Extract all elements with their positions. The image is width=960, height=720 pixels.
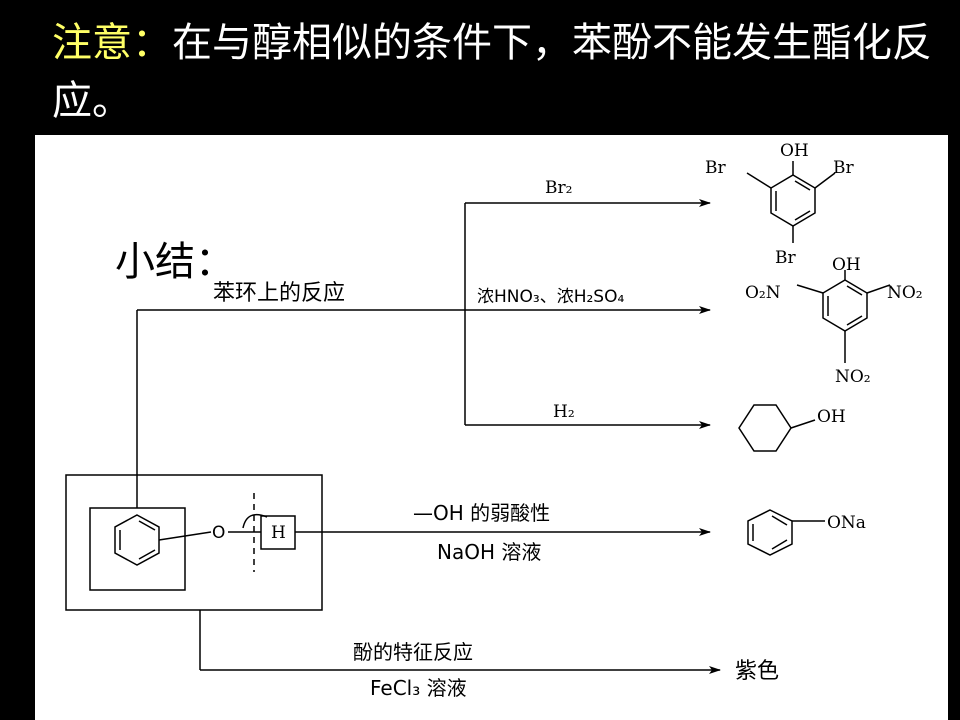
acidity-label: —OH 的弱酸性 <box>413 501 550 525</box>
sodium-phenoxide-structure <box>747 509 825 556</box>
hydrogenation-reagent: H₂ <box>553 402 575 422</box>
tribromophenol-structure <box>746 161 836 243</box>
trinitrophenol-o2n: O₂N <box>745 283 781 303</box>
hydrogen-label: H <box>271 523 286 543</box>
phenol-oxygen-label: O <box>212 523 225 543</box>
reaction-diagram: O H 小结： 苯环上的反应 Br₂ 浓HNO₃、浓H₂SO₄ H₂ —OH 的… <box>65 141 923 700</box>
trinitrophenol-no2-right: NO₂ <box>887 283 923 303</box>
ring-reactions-label: 苯环上的反应 <box>213 281 345 306</box>
tribromophenol-br-right: Br <box>833 158 854 178</box>
title-text: 在与醇相似的条件下，苯酚不能发生酯化反应。 <box>52 20 932 124</box>
trinitrophenol-structure <box>796 270 891 363</box>
title-highlight: 注意： <box>52 20 172 66</box>
sodium-phenoxide-ona: ONa <box>827 513 866 533</box>
trinitrophenol-no2-bottom: NO₂ <box>835 367 871 387</box>
fecl3-label: FeCl₃ 溶液 <box>370 676 467 700</box>
slide-title: 注意：在与醇相似的条件下，苯酚不能发生酯化反应。 <box>52 14 932 130</box>
tribromophenol-br-bottom: Br <box>775 248 796 268</box>
phenol-benzene-ring <box>114 514 212 566</box>
reaction-summary-panel: O H 小结： 苯环上的反应 Br₂ 浓HNO₃、浓H₂SO₄ H₂ —OH 的… <box>35 135 948 720</box>
tribromophenol-br-left: Br <box>705 158 726 178</box>
cyclohexanol-oh: OH <box>817 407 846 427</box>
bromination-reagent: Br₂ <box>545 178 572 198</box>
phenol-outer-box <box>65 474 323 611</box>
naoh-label: NaOH 溶液 <box>437 540 541 564</box>
benzene-ring-box <box>89 507 186 591</box>
cyclohexanol-structure <box>738 404 816 452</box>
trinitrophenol-oh: OH <box>832 255 861 275</box>
purple-product-label: 紫色 <box>735 659 779 684</box>
tribromophenol-oh: OH <box>780 141 809 161</box>
summary-label: 小结： <box>115 239 235 285</box>
nitration-reagent: 浓HNO₃、浓H₂SO₄ <box>477 287 624 307</box>
characteristic-label: 酚的特征反应 <box>353 640 473 664</box>
